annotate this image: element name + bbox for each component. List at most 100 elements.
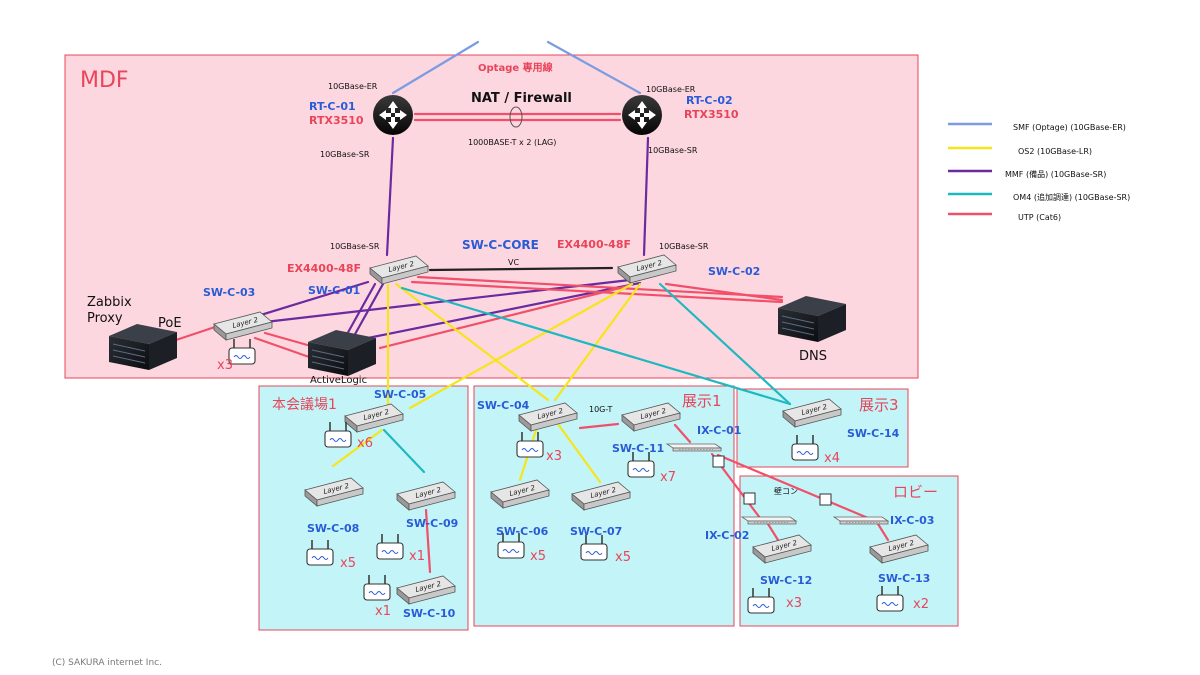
copyright: (C) SAKURA internet Inc. xyxy=(52,658,162,668)
sr-rt-left-label: 10GBase-SR xyxy=(320,150,370,159)
zone-mdf xyxy=(64,54,919,379)
sw08-label: SW-C-08 xyxy=(307,522,359,535)
ap-count-sw09: x1 xyxy=(409,549,425,564)
link-mmf-rt2-core xyxy=(642,136,650,257)
link-os2-sw01-sw04 xyxy=(394,282,550,402)
optage-label: Optage 専用線 xyxy=(478,61,553,74)
ix-router-icon xyxy=(833,516,889,525)
legend-label-os2: OS2 (10GBase-LR) xyxy=(1018,147,1092,156)
link-utp-ix02-sw12 xyxy=(766,522,780,542)
rt1-model: RTX3510 xyxy=(309,114,364,127)
server-labels: Zabbix Proxy ActiveLogic DNS xyxy=(87,295,827,386)
sw04-label: SW-C-04 xyxy=(477,399,530,412)
ap-count-sw08: x5 xyxy=(340,556,356,571)
vc-label: VC xyxy=(508,258,519,267)
nat-firewall-label: NAT / Firewall xyxy=(471,91,572,106)
ex-right-label: EX4400-48F xyxy=(557,238,631,251)
link-mmf-sw01-al-a xyxy=(344,282,377,338)
link-vc xyxy=(428,266,614,272)
sw05-label: SW-C-05 xyxy=(374,388,426,401)
ix03-label: IX-C-03 xyxy=(890,514,934,527)
ap-count-sw14: x4 xyxy=(824,451,840,466)
rt2-model: RTX3510 xyxy=(684,108,739,121)
link-smf-rt1 xyxy=(391,40,480,95)
sw03-label: SW-C-03 xyxy=(203,286,255,299)
sw02-label: SW-C-02 xyxy=(708,265,760,278)
legend-label-om4: OM4 (追加調達) (10GBase-SR) xyxy=(1013,192,1130,202)
link-utp-ix01-ix03 xyxy=(716,453,870,520)
ix-router-icon xyxy=(741,516,797,525)
links xyxy=(168,40,890,574)
link-labels: Optage 専用線 NAT / Firewall 1000BASE-T x 2… xyxy=(52,61,798,668)
link-utp-sw02-dns xyxy=(664,282,784,302)
sw06-label: SW-C-06 xyxy=(496,525,549,538)
ix02-label: IX-C-02 xyxy=(705,529,749,542)
zone-title-hall1: 本会議場1 xyxy=(272,396,337,413)
sr-sw-left-label: 10GBase-SR xyxy=(330,242,380,251)
router-icon xyxy=(622,95,662,135)
sw14-label: SW-C-14 xyxy=(847,427,900,440)
ap-count-sw13: x2 xyxy=(913,597,929,612)
wall-jack-a xyxy=(712,455,725,468)
link-om4-sw02-sw14 xyxy=(658,282,792,406)
link-utp-sw09-sw10 xyxy=(424,508,432,574)
wall-jack-c xyxy=(819,493,832,506)
link-mmf-rt1-core xyxy=(385,136,395,257)
er-left-label: 10GBase-ER xyxy=(328,82,378,91)
sw01-label: SW-C-01 xyxy=(308,284,360,297)
rt1-name: RT-C-01 xyxy=(309,100,356,113)
ap-count-sw07: x5 xyxy=(615,550,631,565)
ap-count-sw11: x7 xyxy=(660,470,676,485)
legend-label-mmf: MMF (備品) (10GBase-SR) xyxy=(1005,169,1106,179)
link-os2-sw02-sw04 xyxy=(553,282,642,402)
er-right-label: 10GBase-ER xyxy=(646,85,696,94)
ap-count-sw04: x3 xyxy=(546,449,562,464)
link-os2-sw05-sw08 xyxy=(331,428,384,468)
ap-counts: x3 x6 x3 x7 x4 x5 x1 x1 x5 x5 x3 x2 xyxy=(217,358,929,619)
link-utp-ix03-sw13 xyxy=(876,522,890,542)
zone-title-exhibit1: 展示1 xyxy=(682,392,722,410)
sr-rt-right-label: 10GBase-SR xyxy=(648,146,698,155)
sw09-label: SW-C-09 xyxy=(406,517,458,530)
lag-label: 1000BASE-T x 2 (LAG) xyxy=(468,138,556,147)
ten-g-t-label: 10G-T xyxy=(589,405,613,414)
ap-count-sw10: x1 xyxy=(375,604,391,619)
sw13-label: SW-C-13 xyxy=(878,572,930,585)
zabbix-label: Zabbix Proxy xyxy=(87,295,136,326)
sw12-label: SW-C-12 xyxy=(760,574,812,587)
link-mmf-sw01-al-b xyxy=(352,282,385,338)
link-om4-sw05-sw09 xyxy=(382,428,426,474)
ix-router-icon xyxy=(666,443,722,452)
link-utp-sw01-dns-b xyxy=(416,275,784,299)
zabbix-label-line2: Proxy xyxy=(87,311,123,326)
wall-jack-b xyxy=(743,492,756,505)
switch-labels: SW-C-01 SW-C-02 SW-C-03 SW-C-04 SW-C-05 … xyxy=(203,265,934,620)
link-os2-sw04-sw07 xyxy=(556,422,602,484)
link-smf-rt2 xyxy=(546,40,642,95)
activelogic-label: ActiveLogic xyxy=(310,375,367,386)
router-labels: RT-C-01 RTX3510 RT-C-02 RTX3510 xyxy=(309,94,739,127)
zone-exhibit1 xyxy=(473,385,735,627)
sw10-label: SW-C-10 xyxy=(403,607,456,620)
zone-title-exhibit3: 展示3 xyxy=(859,396,899,414)
link-utp-sw02-al xyxy=(378,284,630,350)
legend-label-utp: UTP (Cat6) xyxy=(1018,213,1061,222)
zone-title-lobby: ロビー xyxy=(893,483,938,501)
ix01-label: IX-C-01 xyxy=(697,424,741,437)
rt2-name: RT-C-02 xyxy=(686,94,733,107)
core-label: SW-C-CORE xyxy=(462,238,539,252)
link-utp-sw03-zabbix xyxy=(168,325,217,344)
ex-left-label: EX4400-48F xyxy=(287,262,361,275)
ap-count-sw05: x6 xyxy=(357,436,373,451)
link-utp-sw01-dns xyxy=(410,280,784,304)
zones xyxy=(64,54,959,631)
sw07-label: SW-C-07 xyxy=(570,525,622,538)
ap-count-sw03: x3 xyxy=(217,358,233,373)
zone-title-mdf: MDF xyxy=(80,68,129,93)
poe-label: PoE xyxy=(158,316,182,331)
legend-label-smf: SMF (Optage) (10GBase-ER) xyxy=(1013,123,1126,132)
link-os2-sw02-sw05 xyxy=(408,282,634,410)
zabbix-label-line1: Zabbix xyxy=(87,295,132,310)
legend: SMF (Optage) (10GBase-ER) OS2 (10GBase-LR… xyxy=(948,122,1130,222)
